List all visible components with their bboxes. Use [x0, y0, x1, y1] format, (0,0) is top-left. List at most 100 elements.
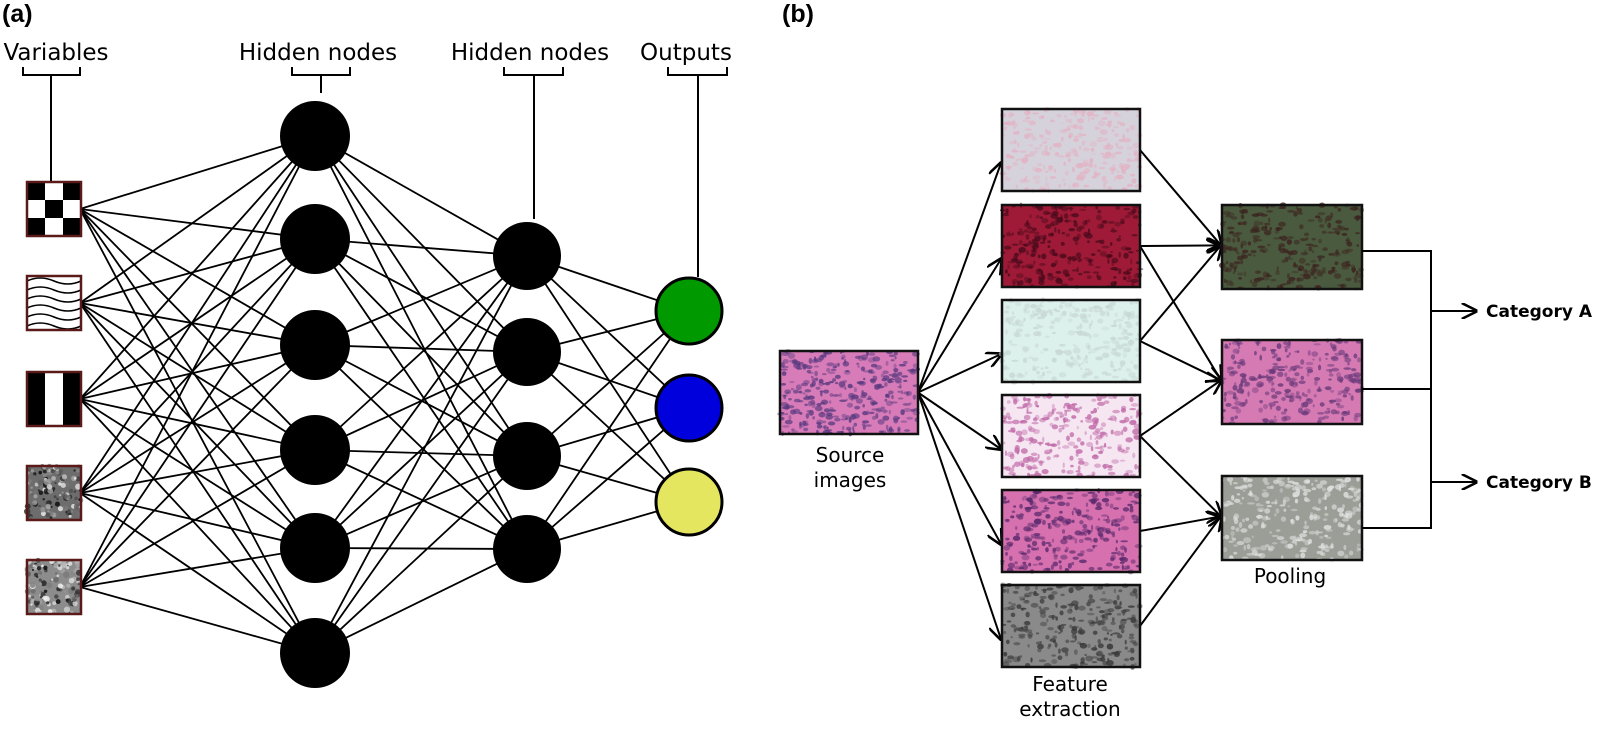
- edge-hidden2-2-to-outputs-0: [526, 310, 690, 457]
- source-image: [777, 348, 921, 437]
- panel-a: (a) Variables Hidden nodes Hidden nodes …: [2, 0, 732, 688]
- arrow-feature-4-to-pool-2: [1139, 516, 1221, 532]
- edge-variables-2-to-hidden1-3: [79, 398, 316, 451]
- output-node-1: [654, 373, 724, 443]
- edge-hidden1-1-to-hidden2-2: [314, 238, 528, 457]
- arrow-feature-0-to-pool-0: [1139, 149, 1221, 245]
- arrow-source-to-feature-3: [917, 391, 1001, 450]
- edge-variables-2-to-hidden1-5: [79, 398, 316, 654]
- edge-variables-3-to-hidden1-5: [79, 492, 316, 654]
- hidden1-node-3: [280, 415, 350, 485]
- edge-hidden2-3-to-outputs-1: [526, 407, 690, 550]
- hidden1-node-1: [280, 204, 350, 274]
- feature-caption-line2: extraction: [1019, 697, 1120, 721]
- pipeline-arrows: [917, 149, 1221, 639]
- edge-variables-2-to-hidden1-0: [79, 135, 316, 400]
- edge-variables-2-to-hidden1-2: [79, 344, 316, 400]
- output-node-2: [654, 467, 724, 537]
- input-variables: [23, 180, 84, 616]
- edge-hidden1-3-to-hidden2-3: [314, 449, 528, 550]
- hidden1-node-0: [280, 101, 350, 171]
- arrow-feature-2-to-pool-1: [1139, 340, 1221, 380]
- pooled-map-dark-green: [1218, 202, 1364, 291]
- edge-variables-4-to-hidden1-4: [79, 547, 316, 588]
- hidden2-node-2: [493, 422, 561, 490]
- arrow-source-to-feature-4: [917, 392, 1001, 545]
- edge-hidden1-5-to-hidden2-3: [314, 548, 528, 654]
- edge-variables-1-to-hidden1-0: [79, 135, 316, 304]
- hidden1-node-4: [280, 513, 350, 583]
- edge-variables-3-to-hidden1-1: [79, 238, 316, 494]
- variable-noise-texture: [23, 463, 84, 522]
- edge-hidden1-1-to-hidden2-1: [314, 238, 528, 353]
- hidden2-node-3: [493, 515, 561, 583]
- edge-variables-3-to-hidden1-4: [79, 492, 316, 549]
- pooled-map-pink-he: [1220, 338, 1365, 426]
- hidden-layer-1-header: Hidden nodes: [239, 40, 397, 66]
- edge-variables-4-to-hidden1-2: [79, 344, 316, 588]
- feature-map-pale-pink-gray: [999, 107, 1144, 193]
- edge-variables-1-to-hidden1-2: [79, 302, 316, 346]
- variable-vertical-stripes: [25, 370, 83, 428]
- edge-hidden2-1-to-outputs-2: [526, 351, 690, 503]
- arrow-feature-2-to-pool-0: [1139, 245, 1221, 342]
- arrow-feature-1-to-pool-1: [1139, 245, 1221, 380]
- hidden-1-bracket: [291, 67, 351, 93]
- variable-dotted-texture: [24, 557, 83, 616]
- category-b-label: Category B: [1486, 473, 1592, 493]
- edge-variables-3-to-hidden1-0: [79, 135, 316, 494]
- edge-variables-1-to-hidden1-3: [79, 302, 316, 451]
- arrow-feature-3-to-pool-2: [1139, 435, 1221, 516]
- outputs-header: Outputs: [640, 40, 732, 66]
- edge-hidden1-5-to-hidden2-0: [314, 255, 528, 654]
- variable-checkerboard: [25, 180, 83, 238]
- edge-variables-0-to-hidden1-0: [79, 135, 316, 210]
- pooled-map-gray-emboss: [1220, 474, 1365, 563]
- edge-variables-4-to-hidden1-1: [79, 238, 316, 588]
- edge-variables-4-to-hidden1-5: [79, 586, 316, 654]
- edge-hidden1-2-to-hidden2-3: [314, 344, 528, 550]
- feature-map-light-pink-dots: [1000, 393, 1143, 479]
- outputs-bracket: [667, 67, 728, 277]
- edge-variables-0-to-hidden1-1: [79, 208, 316, 240]
- edge-variables-4-to-hidden1-3: [79, 449, 316, 588]
- edge-variables-2-to-hidden1-4: [79, 398, 316, 549]
- header-brackets: [22, 67, 728, 277]
- pooling-caption: Pooling: [1254, 564, 1326, 588]
- edge-hidden2-3-to-outputs-0: [526, 310, 690, 550]
- feature-map-pale-cyan: [998, 297, 1142, 385]
- output-node-0: [654, 276, 724, 346]
- edge-variables-3-to-hidden1-2: [79, 344, 316, 494]
- edge-hidden1-4-to-hidden2-1: [314, 351, 528, 549]
- panel-b: (b) Source images Feature extraction Poo…: [777, 0, 1593, 721]
- arrow-source-to-feature-1: [917, 259, 1001, 394]
- hidden1-node-5: [280, 618, 350, 688]
- variable-waves: [25, 274, 83, 332]
- arrow-feature-1-to-pool-0: [1139, 245, 1221, 246]
- edge-hidden2-0-to-outputs-2: [526, 255, 690, 503]
- network-nodes: [280, 101, 724, 688]
- classification-bracket: [1362, 250, 1476, 529]
- source-caption-line1: Source: [816, 443, 885, 467]
- feature-map-dark-red: [999, 202, 1144, 289]
- edge-hidden1-5-to-hidden2-1: [314, 351, 528, 654]
- hidden1-node-2: [280, 310, 350, 380]
- hidden-2-bracket: [503, 67, 564, 219]
- edge-hidden1-3-to-hidden2-0: [314, 255, 528, 451]
- edge-variables-1-to-hidden1-5: [79, 302, 316, 654]
- feature-map-pink-purple: [1000, 487, 1143, 575]
- feature-caption-line1: Feature: [1032, 672, 1108, 696]
- arrow-source-to-feature-2: [917, 354, 1001, 394]
- edge-hidden1-2-to-hidden2-1: [314, 344, 528, 353]
- edge-hidden1-1-to-hidden2-0: [314, 238, 528, 257]
- edge-hidden1-0-to-hidden2-3: [314, 135, 528, 550]
- edge-hidden1-4-to-hidden2-3: [314, 547, 528, 550]
- edge-hidden1-0-to-hidden2-1: [314, 135, 528, 353]
- source-caption-line2: images: [814, 468, 887, 492]
- panel-b-label: (b): [782, 0, 814, 28]
- variables-header: Variables: [3, 40, 108, 66]
- edge-variables-3-to-hidden1-3: [79, 449, 316, 494]
- edge-hidden1-2-to-hidden2-0: [314, 255, 528, 346]
- panel-a-label: (a): [2, 0, 33, 28]
- network-edges: [79, 135, 690, 654]
